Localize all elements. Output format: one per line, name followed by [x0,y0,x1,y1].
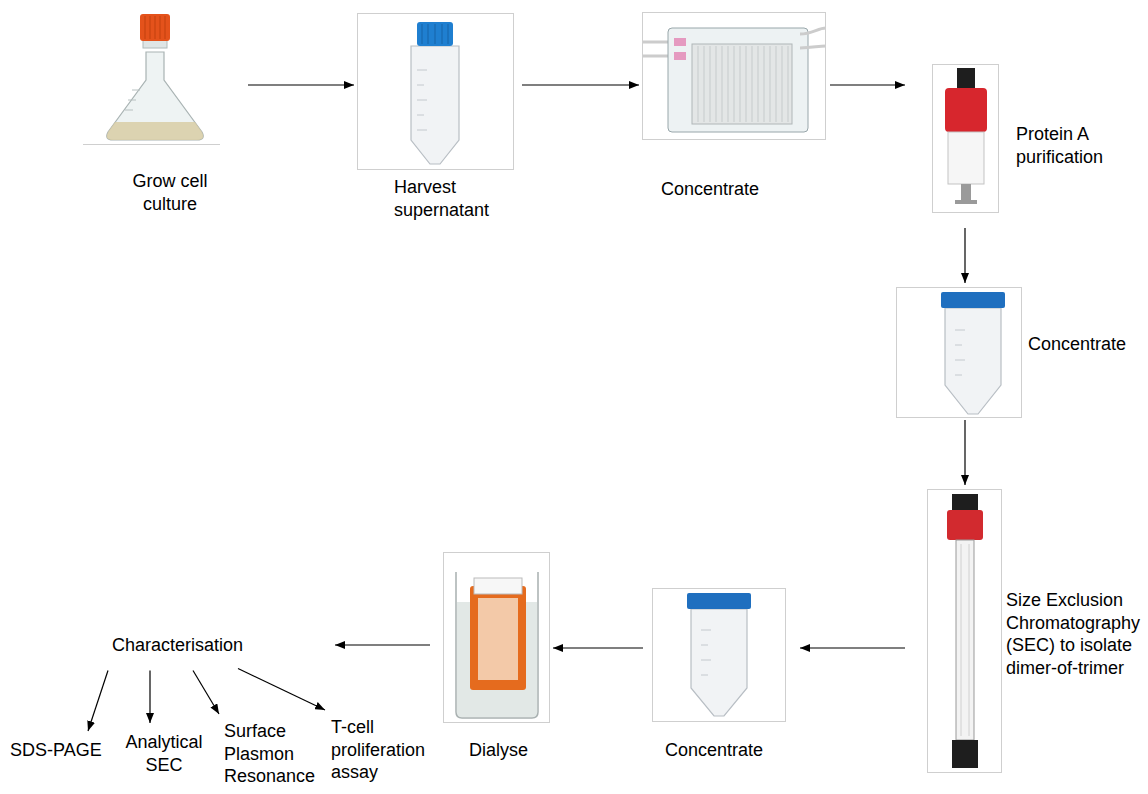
step-label: Analytical SEC [120,731,208,776]
flow-arrow [335,644,430,645]
tube-graduations [701,630,711,675]
column-fitting [952,494,978,510]
flask-illustration [107,14,203,140]
assay-label: Surface Plasmon Resonance [224,720,324,788]
concentrate-step: Concentrate [652,588,786,722]
flow-arrow [88,671,108,732]
column-collar [947,510,983,540]
flask-medium [107,122,203,140]
step-label: Grow cell culture [125,170,215,215]
cap-ridges [145,16,165,39]
dialysis-cassette [470,586,526,690]
concentrator-tube-illustration [687,593,751,716]
tubing [800,28,826,34]
dialysis-membrane [478,598,518,680]
sec-column-illustration [947,494,983,768]
flow-arrow [964,228,965,283]
tff-cassette-illustration [642,28,826,132]
concentrate-step: Concentrate [642,12,826,140]
harvest-tube-illustration [411,22,459,164]
step-label: Surface Plasmon Resonance [224,720,324,788]
step-label: T-cell proliferation assay [331,716,435,784]
flow-arrow [553,647,643,648]
column-collar [945,88,987,132]
flow-arrow [149,671,150,724]
flask-neck [143,40,167,48]
membrane-lines [698,46,788,122]
cassette-membrane [692,44,792,124]
tube-body [691,609,747,716]
step-label: Concentrate [661,178,781,201]
tube-body [411,46,459,164]
concentrator-tube-illustration [941,292,1005,414]
assay-label: T-cell proliferation assay [331,716,435,784]
flask-graduations [125,90,140,110]
connector [674,38,686,46]
tube-cap [941,292,1005,308]
flow-arrow [522,84,639,85]
flow-arrow [248,84,354,85]
step-label: Size Exclusion Chromatography (SEC) to i… [1006,589,1146,679]
tube-cap [687,593,751,609]
column-fitting [957,68,975,88]
cassette-float [474,578,522,594]
step-label: Characterisation [112,634,243,657]
tube-graduations [955,330,965,375]
step-label: Protein A purification [1016,123,1121,168]
cassette-holder [668,28,808,132]
flow-arrow [193,671,219,715]
harvest-step: Harvest supernatant [357,13,514,170]
tube-graduations [417,70,427,130]
flow-arrow [964,420,965,485]
column-fitting [952,740,978,768]
step-label: Harvest supernatant [394,176,499,221]
purification-step: Protein A purification [932,64,999,213]
step-label: Dialyse [469,739,549,762]
column-outlet [955,200,977,204]
column-glass [956,540,974,740]
beaker [456,572,538,718]
tubing [800,46,826,48]
sec-step: Size Exclusion Chromatography (SEC) to i… [927,489,1002,773]
step-label: Concentrate [1028,333,1140,356]
column-body [948,132,984,184]
concentrate-step: Concentrate [896,287,1022,418]
cap-ridges [422,24,448,44]
flow-arrow [830,84,905,85]
assay-label: Analytical SEC [120,731,208,776]
dialyse-step: Dialyse [443,552,550,723]
dialysis-illustration [456,572,538,718]
characterisation-heading: Characterisation [112,634,243,657]
connector [674,52,686,60]
flow-arrow [238,669,325,711]
step-label: Concentrate [665,739,785,762]
tube-body [945,308,1001,414]
step-label: SDS-PAGE [10,739,102,762]
flask-cap [140,14,170,41]
tube-cap [417,22,453,46]
column-bed [961,544,969,736]
flask-body [107,52,203,140]
culture-step: Grow cell culture [83,10,220,145]
flow-arrow [800,647,905,648]
protein-a-column-illustration [945,68,987,204]
assay-label: SDS-PAGE [10,739,102,762]
